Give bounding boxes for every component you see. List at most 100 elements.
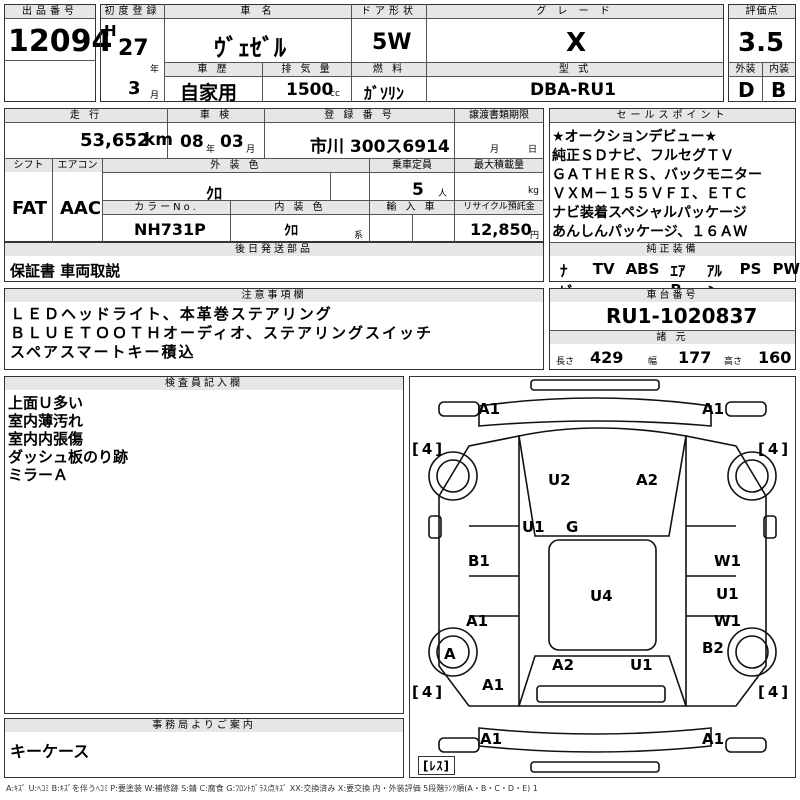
tire-mark: [4]: [758, 440, 792, 458]
inspector-line: 上面Ｕ多い: [8, 394, 84, 412]
rear-mark: [ﾚｽ]: [418, 756, 455, 775]
left-side-outline: [438, 435, 520, 707]
history: 自家用: [180, 82, 238, 104]
inspector-box: [4, 376, 404, 714]
equipment-item: PW: [772, 260, 800, 278]
rear-bumper-outline: [530, 761, 660, 773]
mileage-label: 走 行: [5, 109, 167, 122]
mileage: 53,652: [80, 130, 150, 151]
equipment-item: PS: [739, 260, 762, 278]
inspector-line: ミラーＡ: [8, 466, 69, 484]
interior-label: 内装: [763, 63, 795, 76]
sales-point-line: ナビ装着スペシャルパッケージ: [552, 205, 747, 221]
exterior-label: 外装: [729, 63, 762, 76]
height-label: 高さ: [724, 357, 743, 367]
int-color-unit: 系: [354, 231, 364, 241]
chassis-label: 車台番号: [550, 289, 795, 302]
sales-point-line: ★オークションデビュー★: [552, 129, 718, 145]
width-label: 幅: [648, 357, 658, 367]
sales-point-line: あんしんパッケージ、１６ＡＷ: [552, 224, 748, 240]
aircon: AAC: [60, 198, 102, 219]
color-no: NH731P: [134, 220, 206, 239]
interior-rating: B: [771, 78, 787, 102]
notes-box: [4, 288, 544, 370]
note-line: スペアスマートキー積込: [10, 343, 196, 361]
sales-point-line: 純正ＳＤナビ、フルセグＴＶ: [552, 148, 734, 164]
import-label: 輸 入 車: [370, 201, 454, 214]
roof-outline: [548, 539, 657, 651]
reg-year: 27: [118, 36, 149, 61]
damage-mark: A2: [636, 471, 659, 489]
capacity-label: 乗車定員: [370, 159, 454, 172]
sales-points-box: [549, 108, 796, 282]
damage-mark: A1: [482, 676, 505, 694]
month-unit: 月: [150, 91, 160, 101]
year-unit: 年: [150, 65, 160, 75]
damage-mark: U1: [522, 518, 545, 536]
history-label: 車 歴: [165, 63, 262, 76]
mileage-unit: km: [144, 130, 174, 150]
inspection-label: 車 検: [168, 109, 264, 122]
tire-mark: [4]: [758, 683, 792, 701]
insp-month: 03: [220, 132, 244, 152]
door-label: ドア形状: [352, 5, 426, 19]
reg-month: 3: [128, 78, 141, 99]
office-box: [4, 718, 404, 778]
height: 160: [758, 348, 792, 367]
damage-mark: A1: [478, 400, 501, 418]
legend: A:ｷｽﾞ U:ﾍｺﾐ B:ｷｽﾞを伴うﾍｺﾐ P:要塗装 W:補修跡 S:錆 …: [6, 784, 538, 793]
later-parts-label: 後日発送部品: [5, 243, 543, 256]
displacement-unit: cc: [330, 89, 340, 99]
width: 177: [678, 348, 712, 367]
insp-year-unit: 年: [206, 145, 216, 155]
model-label: 型 式: [427, 63, 723, 76]
inspector-line: 室内薄汚れ: [8, 412, 84, 430]
dims-label: 諸 元: [550, 331, 795, 344]
notes-list: ＬＥＤヘッドライト、本革巻ステアリング ＢＬＵＥＴＯＯＴＨオーディオ、ステアリン…: [10, 305, 433, 362]
damage-diagram-box: [409, 376, 796, 778]
capacity-unit: 人: [438, 189, 448, 199]
later-parts: 保証書 車両取説: [10, 262, 121, 280]
damage-mark: A2: [552, 656, 575, 674]
recycle-unit: 円: [530, 231, 540, 241]
wheel-rear-left: [428, 627, 478, 677]
damage-mark: A1: [702, 730, 725, 748]
recycle-label: リサイクル預託金: [455, 201, 543, 214]
car-diagram: [428, 379, 777, 773]
wheel-front-left: [428, 451, 478, 501]
rear-panel-outline: [478, 727, 712, 753]
shift-label: シフト: [5, 159, 52, 172]
rear-window-outline: [517, 655, 688, 707]
score: 3.5: [738, 28, 785, 58]
damage-mark: B2: [702, 639, 724, 657]
fuel: ｶﾞｿﾘﾝ: [364, 84, 405, 103]
office-label: 事務局よりご案内: [5, 719, 403, 732]
note-line: ＢＬＵＥＴＯＯＴＨオーディオ、ステアリングスイッチ: [10, 324, 434, 342]
exterior-color: ｸﾛ: [206, 184, 223, 203]
damage-mark: U2: [548, 471, 571, 489]
era: H: [104, 22, 117, 40]
displacement: 1500: [286, 80, 334, 100]
inspector-list: 上面Ｕ多い 室内薄汚れ 室内内張傷 ダッシュ板のり跡 ミラーＡ: [8, 394, 128, 484]
first-reg-label: 初度登録: [101, 5, 164, 19]
chassis-number: RU1-1020837: [606, 304, 758, 328]
load-label: 最大積載量: [455, 159, 543, 172]
damage-mark: A: [444, 645, 456, 663]
chassis-box: [549, 288, 796, 370]
lot-box: [4, 4, 96, 102]
hood-outline: [478, 397, 712, 427]
color-label: 外 装 色: [103, 159, 369, 172]
capacity: 5: [412, 180, 424, 200]
note-line: ＬＥＤヘッドライト、本革巻ステアリング: [10, 305, 333, 323]
displacement-label: 排 気 量: [263, 63, 351, 76]
grade-label: グ レ ー ド: [427, 5, 723, 19]
spec-box: [4, 108, 544, 242]
damage-mark: A1: [480, 730, 503, 748]
windshield-outline: [518, 427, 687, 537]
equipment-label: 純正装備: [550, 243, 795, 256]
damage-mark: B1: [468, 552, 490, 570]
later-parts-box: [4, 242, 544, 282]
door-type: 5W: [372, 30, 412, 55]
model: DBA-RU1: [530, 80, 617, 100]
damage-mark: U4: [590, 587, 613, 605]
